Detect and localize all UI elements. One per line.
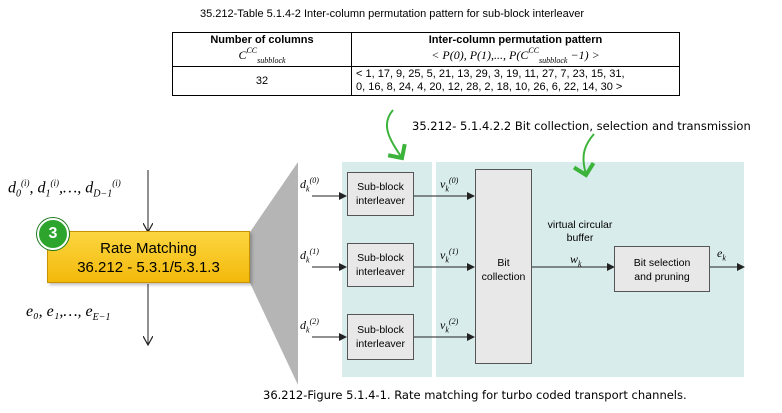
input-d-0: dk(0) [300, 176, 319, 194]
output-sequence: e₀, e₁,…, eE−1 [26, 303, 111, 324]
rate-matching-box: Rate Matching 36.212 - 5.3.1/5.3.1.3 [47, 231, 250, 283]
v-label-2: vk(2) [440, 317, 459, 335]
v-label-1: vk(1) [440, 247, 459, 265]
v-label-0: vk(0) [440, 176, 459, 194]
perm-values: < 1, 17, 9, 25, 5, 21, 13, 29, 3, 19, 11… [351, 66, 680, 96]
cols-value: 32 [172, 66, 352, 96]
rate-matching-title: Rate Matching [100, 240, 197, 257]
header-cols-symbol: CCCsubblock [238, 46, 286, 65]
header-permutation-pattern-label: Inter-column permutation pattern [428, 34, 603, 46]
green-arrow-section [572, 133, 596, 178]
rate-matching-ref: 36.212 - 5.3.1/5.3.1.3 [77, 259, 220, 276]
header-permutation-pattern: Inter-column permutation pattern < P(0),… [351, 32, 680, 67]
perm-line-1: < 1, 17, 9, 25, 5, 21, 13, 29, 3, 19, 11… [356, 68, 625, 80]
w-label: wk [570, 252, 582, 269]
zoom-cone [250, 162, 298, 385]
input-d-2: dk(2) [300, 317, 319, 335]
permutation-table: Number of columns CCCsubblock Inter-colu… [172, 32, 680, 96]
header-number-of-columns: Number of columns CCCsubblock [172, 32, 352, 67]
header-number-of-columns-label: Number of columns [210, 34, 314, 46]
table-row: 32 < 1, 17, 9, 25, 5, 21, 13, 29, 3, 19,… [172, 66, 680, 96]
section-caption: 35.212- 5.1.4.2.2 Bit collection, select… [412, 119, 751, 133]
green-arrow-table [385, 109, 407, 161]
step-badge: 3 [37, 218, 69, 250]
table-caption: 35.212-Table 5.1.4-2 Inter-column permut… [200, 8, 584, 20]
table-header-row: Number of columns CCCsubblock Inter-colu… [172, 32, 680, 67]
figure-caption: 36.212-Figure 5.1.4-1. Rate matching for… [263, 388, 687, 402]
header-permutation-formula: < P(0), P(1),..., P(CCCsubblock −1) > [431, 46, 600, 65]
output-e-label: ek [717, 246, 726, 263]
input-sequence: d0(i), d1(i),…, dD−1(i) [8, 178, 121, 200]
input-d-1: dk(1) [300, 247, 319, 265]
perm-line-2: 0, 16, 8, 24, 4, 20, 12, 28, 2, 18, 10, … [356, 81, 623, 93]
